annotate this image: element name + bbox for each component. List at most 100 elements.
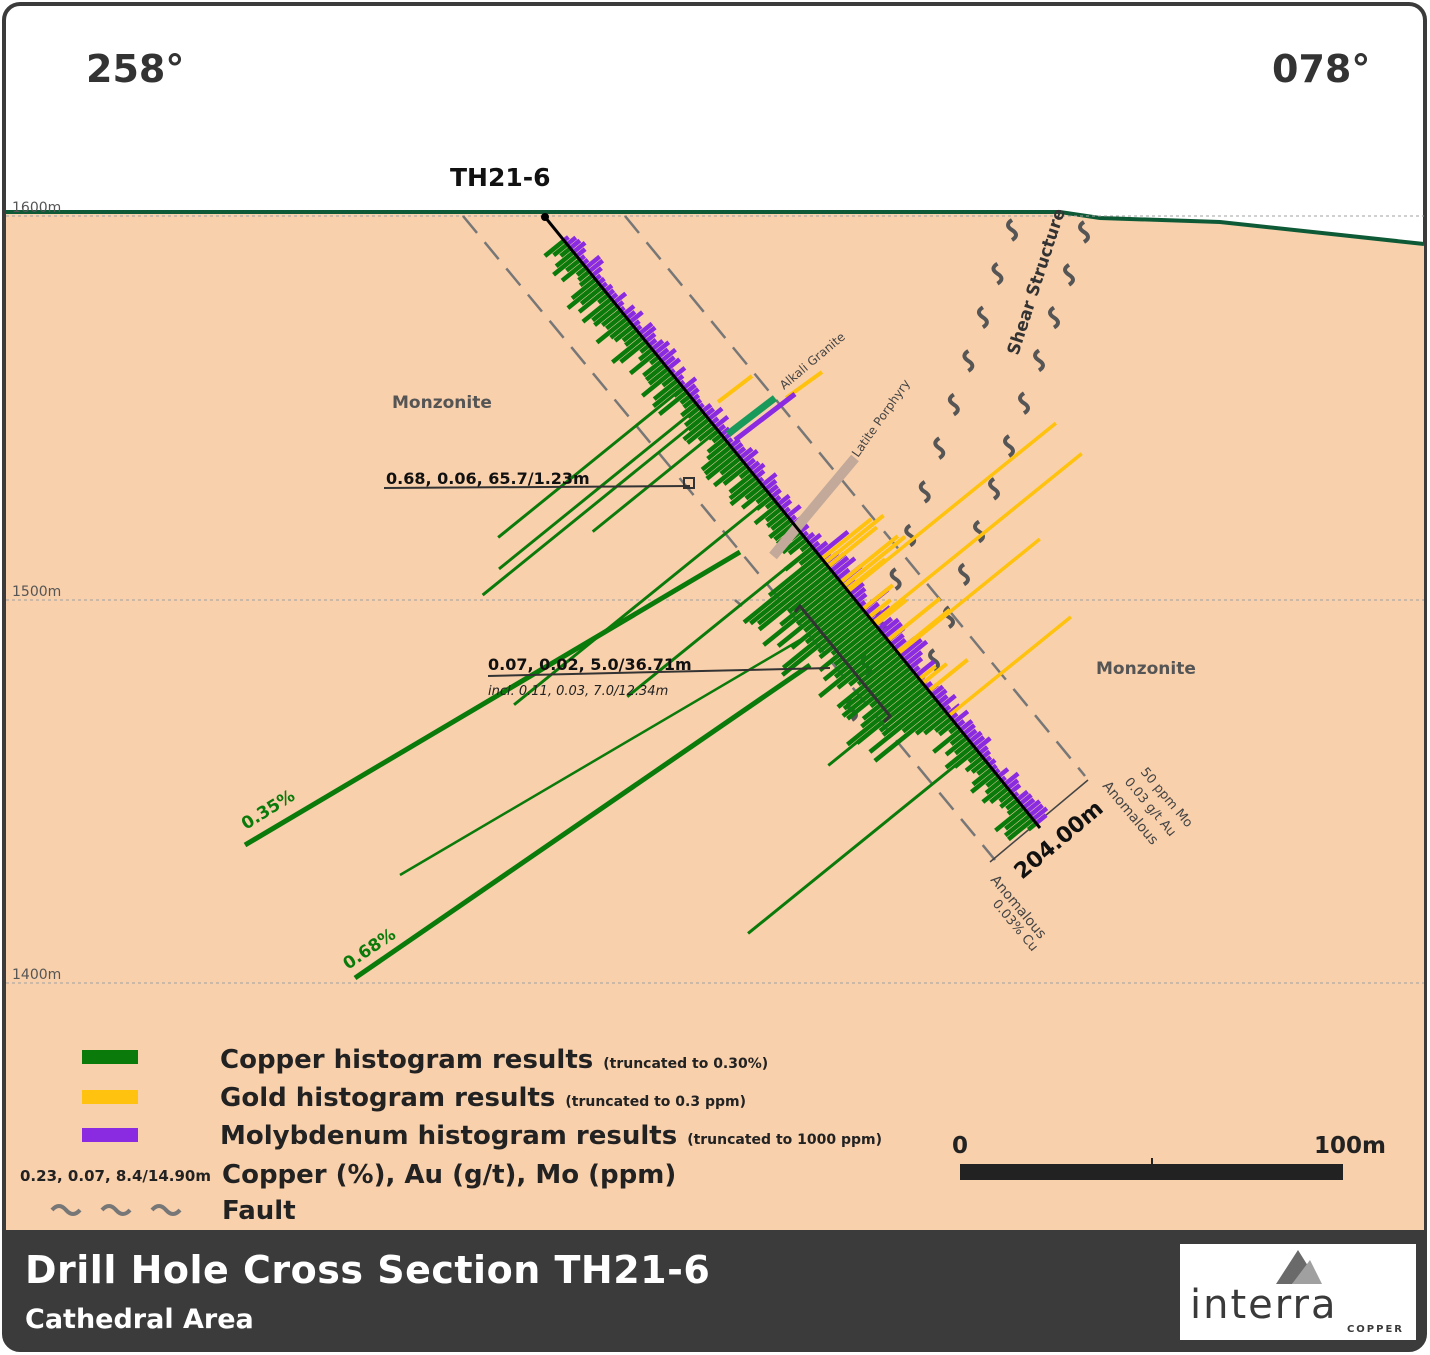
histogram-bar xyxy=(597,293,610,305)
ground-area xyxy=(6,212,1424,1230)
gold-histogram xyxy=(820,421,1083,717)
histogram-bar xyxy=(560,262,585,283)
histogram-bar xyxy=(869,670,915,709)
histogram-bar xyxy=(964,755,985,773)
fault-symbol xyxy=(1003,434,1015,458)
fault-symbol xyxy=(889,567,902,591)
lower-intercept-incl: incl. 0.11, 0.03, 7.0/12.34m xyxy=(488,684,668,699)
histogram-bar xyxy=(798,523,810,534)
histogram-bar xyxy=(776,588,849,648)
histogram-bar xyxy=(770,514,789,531)
histogram-bar xyxy=(639,343,651,354)
upper-intercept-label: 0.68, 0.06, 65.7/1.23m xyxy=(386,469,590,488)
histogram-bar xyxy=(595,316,629,345)
logo-wordmark: interra xyxy=(1190,1282,1338,1328)
histogram-bar xyxy=(1022,797,1036,810)
histogram-bar xyxy=(883,621,903,639)
elevation-label-1600: 1600m xyxy=(12,200,61,216)
histogram-bar xyxy=(657,347,670,359)
histogram-bar xyxy=(581,297,613,324)
fault-symbol xyxy=(918,480,931,504)
logo-subtext: COPPER xyxy=(1346,1324,1404,1335)
histogram-bar xyxy=(764,478,778,491)
histogram-bar xyxy=(974,736,992,752)
histogram-bar xyxy=(728,475,758,501)
histogram-bar xyxy=(878,689,931,733)
histogram-bar xyxy=(621,328,638,343)
histogram-bar xyxy=(628,310,644,324)
histogram-bar xyxy=(575,247,587,258)
histogram-bar xyxy=(613,324,635,343)
histogram-bar xyxy=(818,623,878,673)
histogram-bar xyxy=(836,642,893,690)
elevation-label-1400: 1400m xyxy=(12,967,61,983)
histogram-bar xyxy=(970,771,997,794)
histogram-bar xyxy=(700,444,733,472)
histogram-bar xyxy=(944,736,969,757)
histogram-bar xyxy=(861,583,895,611)
rock-unit-monzonite-right: Monzonite xyxy=(1096,659,1196,679)
histogram-bar xyxy=(886,596,942,642)
histogram-bar xyxy=(755,491,770,505)
histogram-bar xyxy=(855,592,868,604)
histogram-bar xyxy=(591,266,603,278)
histogram-bar xyxy=(902,639,929,662)
fault-symbol xyxy=(1033,348,1045,373)
bearing-left: 258° xyxy=(86,47,184,91)
histogram-bar xyxy=(799,541,811,553)
histogram-bar xyxy=(1009,783,1022,794)
histogram-bar xyxy=(611,335,645,364)
histogram-bar xyxy=(1005,798,1019,811)
histogram-bar xyxy=(707,406,724,421)
histogram-bar xyxy=(901,701,940,734)
histogram-bar xyxy=(846,681,925,747)
histogram-bar xyxy=(729,479,761,507)
upper-intercept-leader xyxy=(383,485,691,489)
histogram-bar xyxy=(565,258,582,273)
histogram-bar xyxy=(591,300,616,323)
legend-swatch-moly xyxy=(82,1128,138,1142)
histogram-bar xyxy=(685,383,697,394)
histogram-bar xyxy=(713,415,730,429)
histogram-bar xyxy=(669,368,676,375)
histogram-bar xyxy=(944,743,975,770)
histogram-bar xyxy=(874,598,908,627)
histogram-bar xyxy=(905,650,924,666)
histogram-bar xyxy=(740,487,767,510)
histogram-bar xyxy=(701,403,713,414)
histogram-bar xyxy=(827,685,927,767)
histogram-bar xyxy=(1006,802,1022,816)
company-logo: interra COPPER xyxy=(1180,1244,1416,1340)
histogram-bar xyxy=(513,495,773,706)
histogram-bar xyxy=(932,728,962,754)
lower-intercept-bracket xyxy=(793,603,893,724)
histogram-bar xyxy=(818,638,890,699)
histogram-bar xyxy=(836,654,903,709)
histogram-bar xyxy=(1006,817,1035,842)
alkali-moly-bar xyxy=(733,392,797,442)
histogram-bar xyxy=(1003,771,1020,787)
histogram-bar xyxy=(764,499,777,510)
histogram-bar xyxy=(893,637,907,651)
histogram-bar xyxy=(697,425,717,442)
histogram-bar xyxy=(552,242,569,257)
histogram-bar xyxy=(998,790,1013,803)
histogram-bar xyxy=(712,460,745,488)
histogram-bar xyxy=(749,561,827,626)
histogram-bar xyxy=(1028,803,1044,818)
histogram-bar xyxy=(641,370,673,398)
histogram-bar xyxy=(498,405,700,571)
copper-histogram xyxy=(481,238,1038,935)
histogram-bar xyxy=(543,238,566,258)
histogram-bar xyxy=(756,565,830,626)
histogram-bar xyxy=(682,398,695,409)
histogram-bar xyxy=(619,339,648,364)
legend-format-label: Copper (%), Au (g/t), Mo (ppm) xyxy=(222,1160,676,1190)
histogram-bar xyxy=(867,598,892,619)
histogram-bar xyxy=(638,347,654,362)
histogram-bar xyxy=(650,339,665,351)
legend-label-moly: Molybdenum histogram results(truncated t… xyxy=(220,1121,882,1151)
histogram-bar xyxy=(915,659,936,678)
histogram-bar xyxy=(999,794,1016,809)
histogram-bar xyxy=(997,767,1010,779)
